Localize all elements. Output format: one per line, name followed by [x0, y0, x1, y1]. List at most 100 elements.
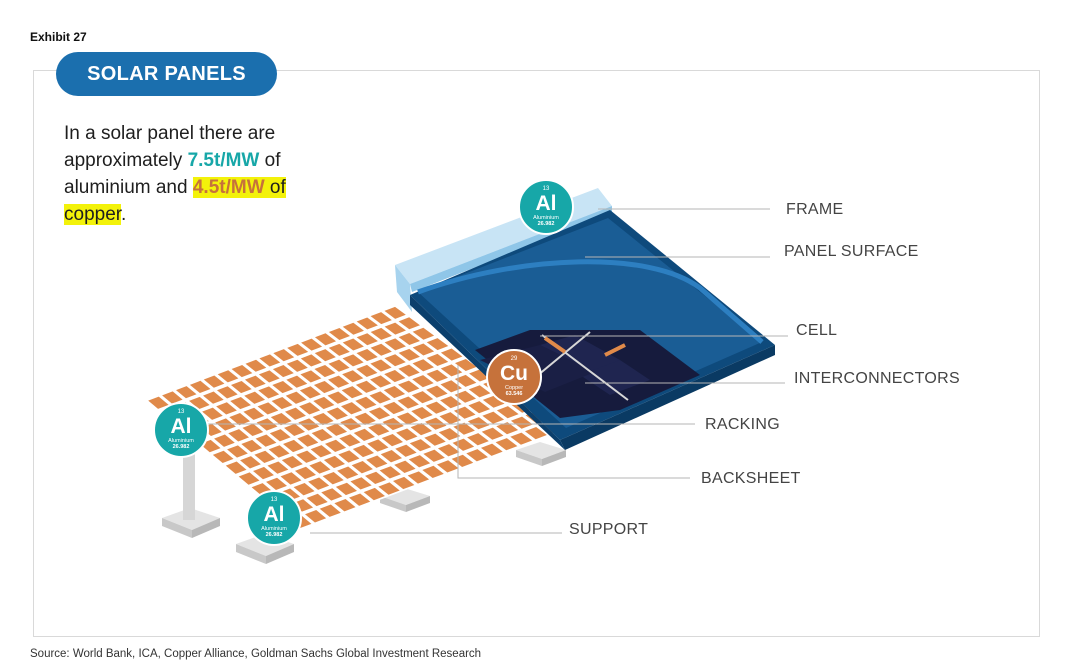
- solar-cell: [284, 407, 306, 420]
- solar-cell: [281, 456, 303, 469]
- solar-cell: [468, 401, 491, 414]
- solar-cell: [363, 487, 385, 501]
- solar-cell: [510, 416, 533, 429]
- element-circle: [518, 179, 574, 235]
- solar-cell: [258, 370, 280, 383]
- leader-lines: [195, 208, 788, 534]
- solar-cell: [297, 434, 319, 447]
- solar-cell: [367, 439, 389, 452]
- solar-cell: [228, 429, 250, 442]
- element-name: Aluminium: [533, 215, 559, 221]
- solar-cell: [466, 449, 488, 462]
- solar-cell: [230, 396, 251, 410]
- solar-cell: [325, 423, 348, 436]
- solar-cell: [356, 333, 378, 346]
- solar-cell: [313, 396, 335, 410]
- solar-cell: [244, 391, 266, 404]
- label-backsheet: BACKSHEET: [701, 470, 801, 487]
- solar-cell: [272, 365, 294, 378]
- solar-cell: [342, 338, 364, 351]
- solar-cell: [341, 386, 363, 399]
- solar-cell: [338, 450, 360, 463]
- solar-cell: [285, 391, 307, 404]
- solar-cell: [481, 427, 504, 440]
- solar-cell: [353, 428, 375, 442]
- solar-cell: [328, 375, 350, 388]
- solar-cell: [350, 477, 372, 490]
- solar-cell: [162, 391, 183, 404]
- solar-cell: [412, 327, 435, 340]
- solar-cell: [409, 439, 432, 452]
- solar-cell: [384, 370, 406, 383]
- solar-cell: [321, 488, 343, 501]
- solar-cell: [411, 391, 434, 404]
- solar-cell: [202, 407, 223, 420]
- solar-cell: [453, 422, 475, 435]
- solar-cell: [215, 418, 236, 431]
- solar-cell: [396, 428, 418, 441]
- solar-cell: [524, 427, 547, 440]
- solar-cell: [269, 429, 291, 442]
- figure-title: SOLAR PANELS: [56, 52, 277, 96]
- solar-cell: [270, 413, 292, 426]
- solar-cell: [395, 444, 417, 457]
- solar-cell: [176, 386, 197, 399]
- solar-cell: [241, 439, 263, 453]
- solar-cell: [294, 466, 316, 480]
- solar-cell: [257, 402, 279, 415]
- solar-cell: [393, 476, 415, 490]
- cell-grid: [145, 305, 565, 530]
- label-interconnectors: INTERCONNECTORS: [794, 370, 960, 387]
- solar-cell: [217, 386, 238, 399]
- solar-cell: [284, 423, 306, 436]
- solar-cell: [310, 445, 332, 458]
- solar-cell: [227, 445, 248, 458]
- solar-cell: [314, 365, 336, 378]
- element-number: 13: [271, 497, 278, 503]
- solar-cell: [335, 482, 357, 496]
- solar-cell: [381, 433, 404, 447]
- solar-cell: [496, 406, 519, 419]
- solar-cell: [244, 375, 266, 388]
- solar-cell: [410, 423, 433, 436]
- solar-cell: [365, 471, 387, 485]
- solar-cell: [305, 510, 327, 523]
- solar-cell: [301, 338, 323, 351]
- solar-cell: [267, 461, 289, 474]
- element-symbol: Al: [171, 415, 192, 438]
- solar-cell: [423, 449, 445, 462]
- solar-cell: [296, 450, 318, 463]
- solar-cell: [451, 454, 474, 467]
- solar-cell: [467, 433, 489, 446]
- solar-cell: [311, 429, 333, 442]
- solar-cell: [426, 338, 449, 351]
- solar-cell: [255, 434, 277, 447]
- label-frame: FRAME: [786, 201, 844, 218]
- solar-cell: [256, 418, 278, 431]
- solar-cell: [356, 317, 378, 330]
- solar-cell: [309, 461, 331, 474]
- aluminium-amount: 7.5t/MW: [187, 150, 260, 171]
- solar-cell: [384, 338, 406, 351]
- solar-cell: [368, 407, 391, 420]
- solar-cell: [273, 349, 295, 362]
- solar-cell: [356, 364, 378, 377]
- solar-cell: [231, 364, 253, 378]
- solar-cell: [217, 370, 239, 383]
- solar-cell: [225, 461, 247, 474]
- solar-cell: [300, 354, 322, 367]
- solar-cell: [293, 482, 315, 496]
- solar-cell: [328, 359, 350, 372]
- solar-cell: [214, 434, 235, 447]
- solar-cell: [394, 460, 416, 473]
- label-support: SUPPORT: [569, 521, 649, 538]
- solar-cell: [280, 472, 302, 485]
- solar-cell: [384, 306, 406, 319]
- solar-cell: [287, 343, 309, 356]
- solar-cell: [368, 423, 390, 436]
- solar-cell: [426, 385, 448, 398]
- solar-cell: [384, 354, 406, 367]
